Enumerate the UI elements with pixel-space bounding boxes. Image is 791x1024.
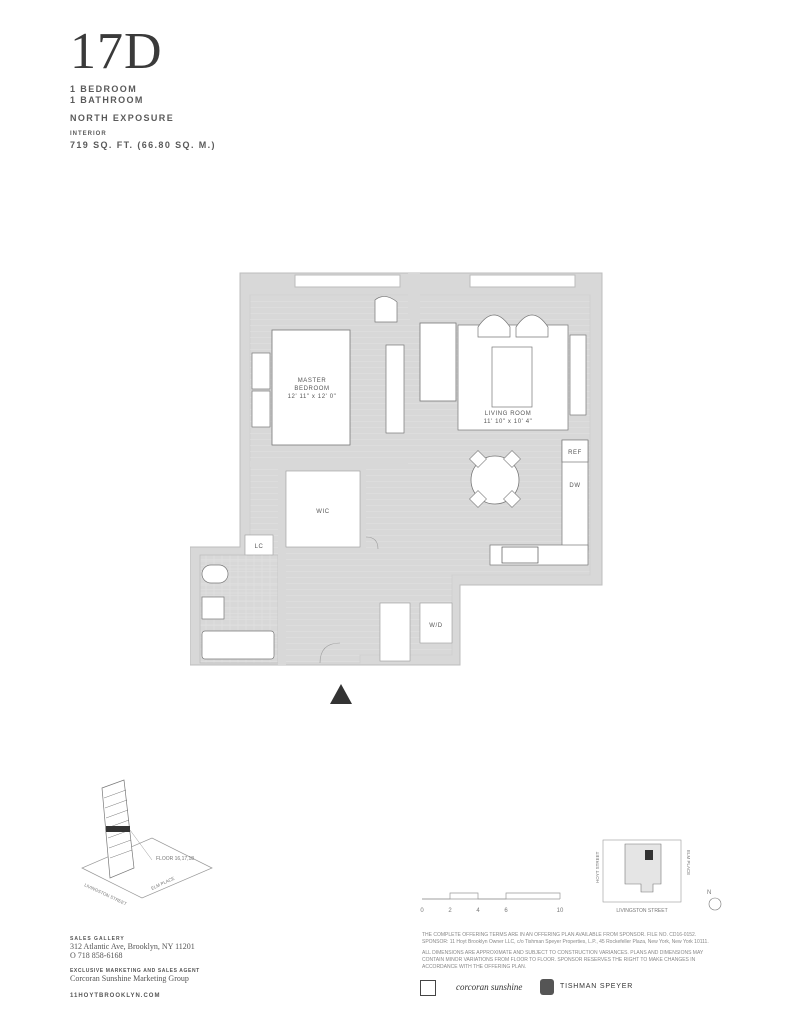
scale-tick-3: 6 [504,908,508,914]
lc-label: LC [255,544,264,550]
floor-plan: MASTER BEDROOM 12' 11" x 12' 0" WIC LC L… [190,272,603,666]
bed-nightstand-1 [251,352,271,390]
corcoran-sunshine-logo: corcoran sunshine [456,982,523,992]
entry-closet [379,602,411,662]
dining-chair-1 [469,450,487,468]
wic-door [365,536,379,550]
floor-label: FLOOR 16,17,18 [156,856,194,862]
cooktop [501,546,539,564]
bed [271,329,351,446]
bedroom-wall-bottom [250,461,408,467]
key-plan-right-street: ELM PLACE [686,850,691,875]
scale-tick-4: 10 [557,908,564,914]
bed-nightstand-2 [251,390,271,428]
disclaimer-1: THE COMPLETE OFFERING TERMS ARE IN AN OF… [422,932,709,945]
dresser [385,344,405,434]
console [569,334,587,416]
ref [561,439,589,463]
website-link[interactable]: 11HOYTBROOKLYN.COM [70,993,161,999]
entry-door [319,642,341,664]
building-diagram: FLOOR 16,17,18 LIVINGSTON STREET ELM PLA… [81,779,213,907]
disclaimer: THE COMPLETE OFFERING TERMS ARE IN AN OF… [422,932,722,971]
floor-highlight [106,826,130,832]
key-plan-unit [645,850,653,860]
living-room-dims: 11' 10" x 10' 4" [484,419,533,425]
master-bedroom-label-1: MASTER [298,378,327,384]
scale-bar: 0 2 4 6 10 [420,892,564,914]
sales-phone: O 718 858-6168 [70,951,123,960]
toilet [201,564,229,584]
key-plan-bottom-street: LIVINGSTON STREET [616,908,667,914]
agent-name: Corcoran Sunshine Marketing Group [70,974,189,983]
tishman-speyer-icon [540,979,554,995]
dining-chair-4 [503,490,521,508]
key-plan: HOYT STREET ELM PLACE LIVINGSTON STREET … [595,839,722,914]
partition-wall [408,273,420,325]
sink [201,596,225,620]
coffee-table [491,346,533,408]
armchair-2 [515,314,549,338]
master-bedroom-dims: 12' 11" x 12' 0" [288,394,337,400]
dining-chair-3 [469,490,487,508]
interior-area: 719 SQ. FT. (66.80 SQ. M.) [70,140,216,150]
equal-housing-icon [420,980,436,996]
wic-room [285,470,361,548]
ref-label: REF [568,450,582,456]
wic-label: WIC [316,509,330,515]
bathroom-wall [278,550,286,665]
sales-gallery-label: SALES GALLERY [70,936,125,942]
bathtub [201,630,275,660]
compass-north: N [707,890,711,896]
scale-tick-0: 0 [420,908,424,914]
dining-table [470,455,520,505]
north-arrow-icon [330,684,352,704]
master-bedroom-label-2: BEDROOM [294,386,329,392]
living-room-label: LIVING ROOM [485,411,532,417]
dw-label: DW [569,483,580,489]
key-plan-left-street: HOYT STREET [595,851,600,883]
interior-label: INTERIOR [70,131,107,137]
exposure: NORTH EXPOSURE [70,113,175,123]
window-living [469,274,576,288]
bathroom-count: 1 BATHROOM [70,95,144,105]
armchair-1 [477,314,511,338]
disclaimer-2: ALL DIMENSIONS ARE APPROXIMATE AND SUBJE… [422,950,704,970]
dining-chair-2 [503,450,521,468]
chair-bedroom [374,296,398,323]
wd-closet [419,602,453,644]
sales-address: 312 Atlantic Ave, Brooklyn, NY 11201 [70,942,195,951]
window-bedroom [294,274,401,288]
scale-tick-2: 4 [476,908,480,914]
wd-label: W/D [429,623,443,629]
bedroom-count: 1 BEDROOM [70,84,138,94]
scale-tick-1: 2 [448,908,452,914]
tishman-speyer-logo: TISHMAN SPEYER [560,983,634,990]
sofa [419,322,457,402]
unit-number: 17D [70,23,163,80]
agent-label: EXCLUSIVE MARKETING AND SALES AGENT [70,968,200,974]
